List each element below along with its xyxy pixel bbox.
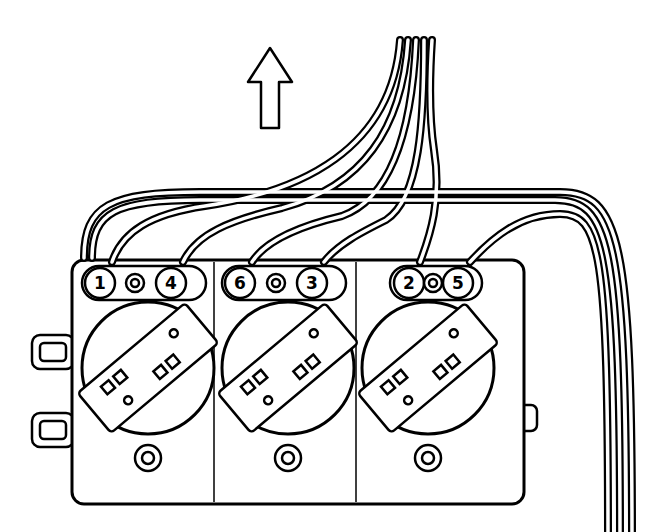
cylinder-number: 5	[452, 275, 464, 292]
cylinder-number: 4	[165, 275, 177, 292]
cylinder-number: 1	[94, 275, 106, 292]
cylinder-number: 2	[403, 275, 415, 292]
cylinder-number: 3	[306, 275, 318, 292]
cylinder-number: 6	[234, 275, 246, 292]
